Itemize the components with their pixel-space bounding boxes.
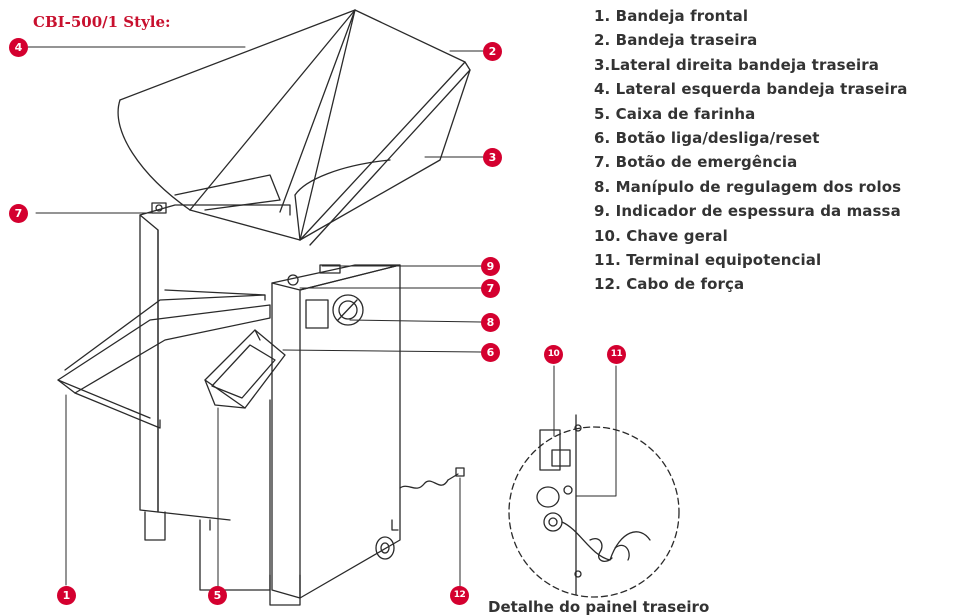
callout-12: 12 [450, 586, 469, 605]
legend-item: 6. Botão liga/desliga/reset [594, 129, 820, 148]
legend-item: 4. Lateral esquerda bandeja traseira [594, 80, 908, 99]
legend-item: 10. Chave geral [594, 226, 728, 245]
legend-item: 7. Botão de emergência [594, 153, 798, 172]
legend-item: 3.Lateral direita bandeja traseira [594, 55, 879, 74]
legend-item: 2. Bandeja traseira [594, 31, 758, 50]
callout-2: 2 [483, 42, 502, 61]
machine-cabinet [271, 264, 401, 599]
callout-8: 8 [481, 313, 500, 332]
callout-5: 5 [208, 586, 227, 605]
legend-item: 5. Caixa de farinha [594, 104, 756, 123]
callout-10: 10 [544, 345, 563, 364]
callout-7-left: 7 [9, 204, 28, 223]
callout-7-right: 7 [481, 279, 500, 298]
callout-3: 3 [483, 148, 502, 167]
machine-front-tray [57, 289, 271, 429]
callout-9: 9 [481, 257, 500, 276]
callout-6: 6 [481, 343, 500, 362]
model-title: CBI-500/1 Style: [33, 13, 171, 31]
machine-hopper [117, 9, 471, 246]
rear-panel-detail [508, 414, 680, 598]
legend-item: 9. Indicador de espessura da massa [594, 202, 901, 221]
parts-legend: 1. Bandeja frontal 2. Bandeja traseira 3… [594, 4, 907, 297]
detail-caption: Detalhe do painel traseiro [488, 598, 710, 616]
legend-item: 1. Bandeja frontal [594, 7, 749, 25]
legend-item: 12. Cabo de força [594, 275, 745, 294]
callout-11: 11 [607, 345, 626, 364]
leader-lines [27, 46, 617, 587]
callout-1: 1 [57, 586, 76, 605]
power-cable [399, 467, 465, 489]
machine-back-body [139, 204, 291, 591]
legend-item: 8. Manípulo de regulagem dos rolos [594, 177, 902, 196]
machine-flour-box [204, 329, 286, 409]
legend-item: 11. Terminal equipotencial [594, 251, 822, 270]
callout-4: 4 [9, 38, 28, 57]
